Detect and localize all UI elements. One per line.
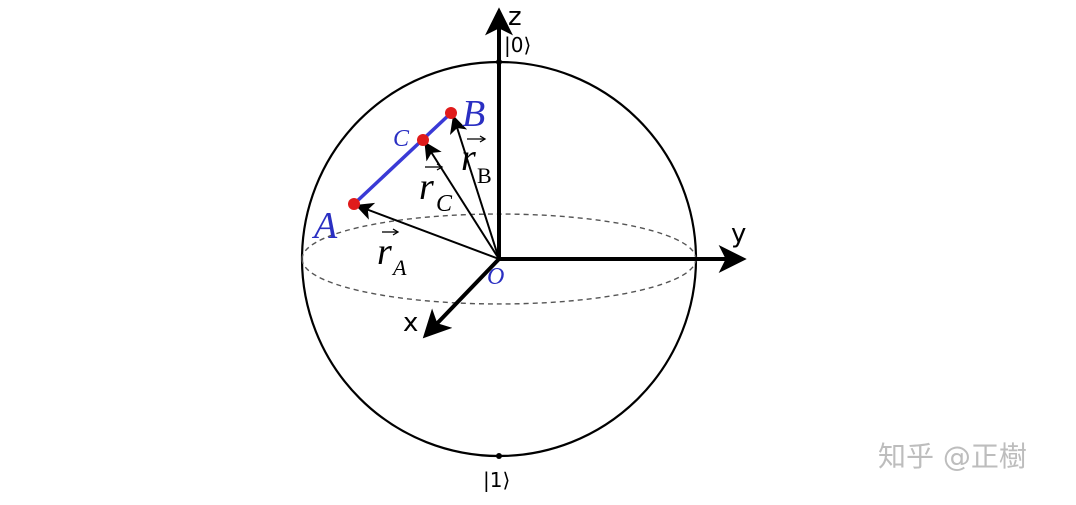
ket-one-label: |1⟩ — [483, 468, 510, 492]
vector-subscript-a: A — [391, 255, 407, 280]
vector-r-b — [449, 115, 500, 260]
north-pole-dot — [496, 59, 502, 65]
point-a-label: A — [311, 205, 338, 247]
vector-symbol-b: r — [461, 137, 476, 179]
vector-subscript-c: C — [436, 191, 453, 217]
vector-label-r-a: r A — [377, 228, 407, 280]
segment-ab — [352, 111, 453, 206]
point-b — [445, 107, 457, 119]
vector-r-a — [355, 202, 500, 260]
vector-overarrow-a-head — [392, 228, 400, 236]
vector-overarrow-b-head — [479, 135, 487, 143]
vector-overarrow-c-head — [436, 163, 444, 171]
vector-symbol-c: r — [419, 166, 434, 208]
origin-label: O — [487, 264, 504, 290]
point-c — [417, 134, 429, 146]
z-axis-label: z — [508, 2, 522, 32]
vector-symbol-a: r — [377, 231, 392, 273]
y-axis-label: y — [731, 219, 746, 249]
vector-label-r-b: r B — [461, 135, 492, 188]
vector-r-c — [424, 141, 500, 260]
x-axis-label: x — [403, 308, 418, 338]
equator-front — [301, 258, 697, 305]
vector-label-r-c: r C — [419, 163, 453, 217]
point-c-label: C — [393, 126, 410, 152]
south-pole-dot — [496, 453, 502, 459]
point-b-label: B — [462, 93, 485, 135]
x-axis — [422, 257, 501, 339]
ket-zero-label: |0⟩ — [504, 33, 531, 57]
point-a — [348, 198, 360, 210]
vector-subscript-b: B — [477, 163, 492, 188]
watermark-text: 知乎 @正樹 — [878, 440, 1027, 473]
